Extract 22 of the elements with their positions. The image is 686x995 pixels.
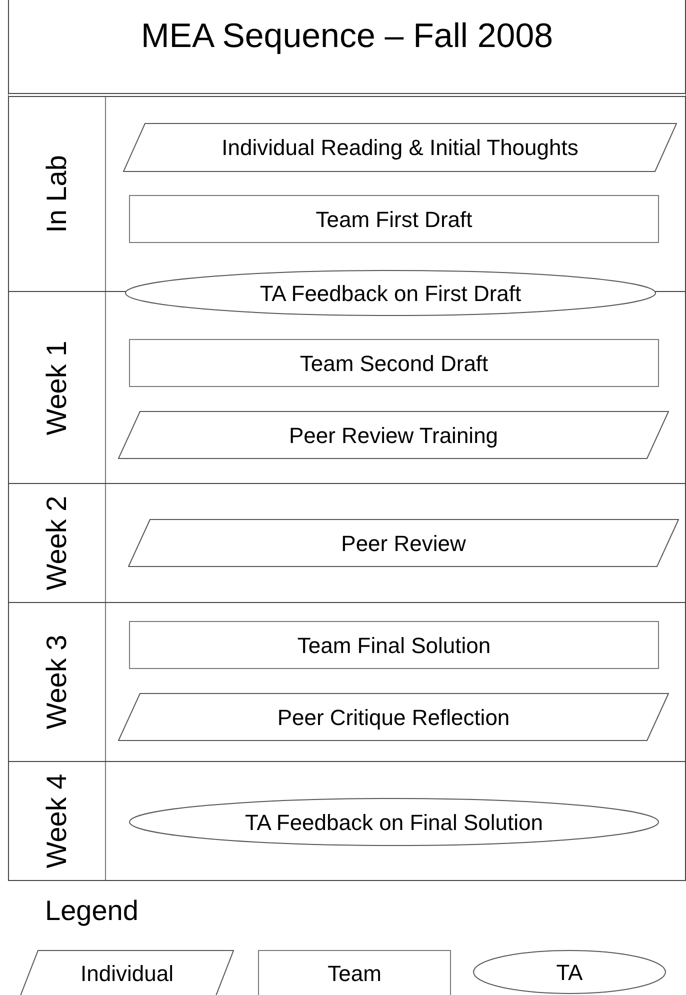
rectangle-shape: Team Second Draft — [129, 339, 659, 387]
lane-label: Week 3 — [40, 634, 73, 730]
rectangle-shape: Team — [258, 950, 451, 995]
lane-label: Week 2 — [40, 496, 73, 590]
ellipse-shape: TA — [473, 950, 666, 994]
rectangle-shape: Team Final Solution — [129, 621, 659, 669]
rectangle-shape: Team First Draft — [129, 195, 659, 243]
lane-band — [8, 603, 686, 762]
lane-label: In Lab — [40, 155, 73, 233]
parallelogram-shape: Individual Reading & Initial Thoughts — [123, 123, 677, 172]
parallelogram-shape: Individual — [20, 950, 234, 995]
ellipse-shape: TA Feedback on Final Solution — [129, 798, 659, 846]
title: MEA Sequence – Fall 2008 — [140, 16, 554, 57]
parallelogram-shape: Peer Critique Reflection — [118, 693, 669, 741]
lane-band — [8, 484, 686, 603]
ellipse-shape: TA Feedback on First Draft — [125, 270, 656, 316]
lane-band — [8, 762, 686, 881]
legend-heading: Legend — [45, 894, 138, 928]
parallelogram-shape: Peer Review Training — [118, 411, 669, 459]
lane-label: Week 4 — [40, 774, 73, 868]
lane-label: Week 1 — [40, 340, 73, 435]
parallelogram-shape: Peer Review — [128, 519, 679, 567]
